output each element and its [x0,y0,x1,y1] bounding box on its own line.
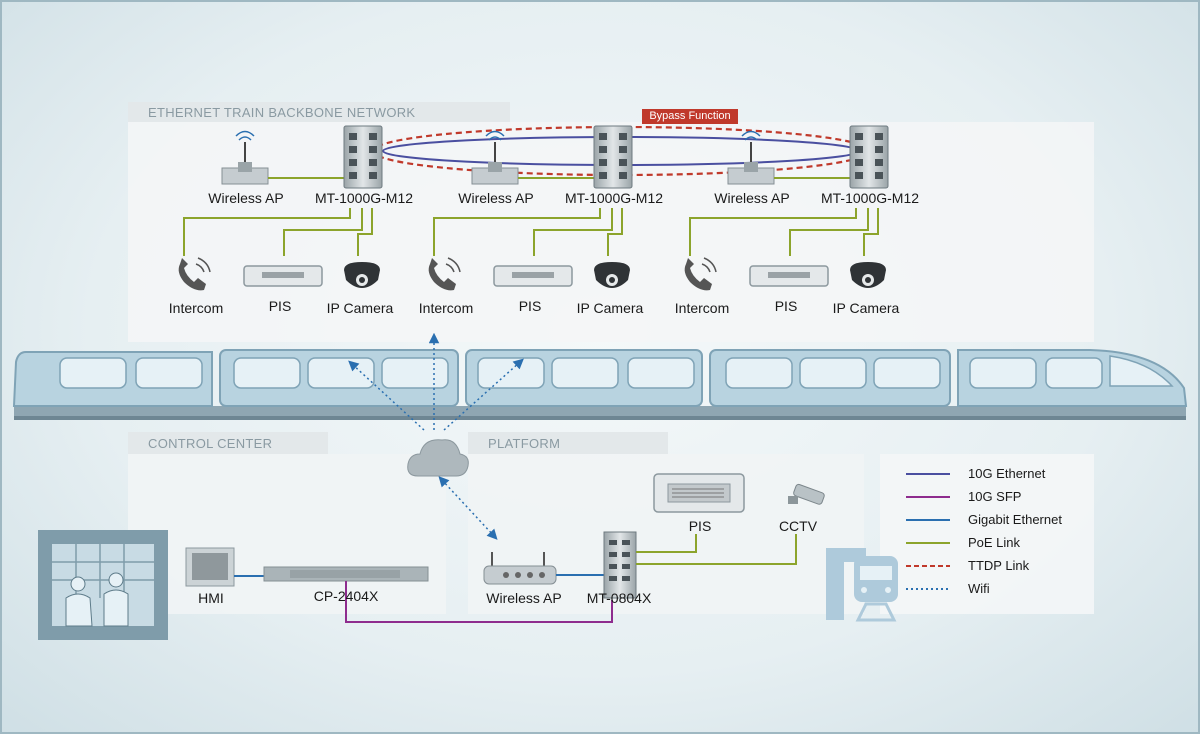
platform-pis-label: PIS [688,518,712,534]
cctv-icon [788,483,825,505]
car-2-ip-camera-label: IP Camera [576,300,644,316]
legend-label: PoE Link [968,535,1021,550]
car-1-wireless-ap-label: Wireless AP [208,190,284,206]
car-2-pis-label: PIS [518,298,542,314]
wireless-ap-icon [221,130,269,185]
wifi-links [348,332,524,540]
pis-display-icon [749,265,829,287]
bypass-function-badge: Bypass Function [642,109,738,124]
cctv-label: CCTV [778,518,818,534]
platform-pis-device [653,473,745,513]
car-2-devices [428,125,633,291]
mt-1000g-m12-switch [849,125,889,189]
control-tab [128,432,328,454]
section-title-control-center: CONTROL CENTER [148,436,273,451]
mt-0804x-device [603,531,637,599]
legend-swatches [906,473,950,590]
legend-label: 10G Ethernet [968,466,1046,481]
cp-2404x-label: CP-2404X [313,588,379,604]
legend-label: Gigabit Ethernet [968,512,1062,527]
intercom-icon [178,257,211,291]
ip-camera-icon [344,262,380,288]
legend-label: TTDP Link [968,558,1030,573]
cp-2404x-device [263,566,429,582]
car-3-pis-label: PIS [774,298,798,314]
section-title-backbone: ETHERNET TRAIN BACKBONE NETWORK [148,105,416,120]
hmi-device [185,547,235,587]
wireless-ap-icon [727,130,775,185]
car-1-intercom-label: Intercom [168,300,224,316]
legend-panel [880,454,1094,614]
car-1-pis-label: PIS [268,298,292,314]
mt-1000g-m12-switch [343,125,383,189]
intercom-icon [684,257,717,291]
section-title-platform: PLATFORM [488,436,561,451]
ip-camera-icon [594,262,630,288]
car-1-ip-camera-label: IP Camera [326,300,394,316]
link-10g-sfp [345,581,613,623]
ip-camera-icon [850,262,886,288]
control-panel [128,454,446,614]
backbone-tab [128,102,510,122]
legend-label: 10G SFP [968,489,1022,504]
train-car-groups [178,125,889,291]
car-3-wireless-ap-label: Wireless AP [714,190,790,206]
car-2-wireless-ap-label: Wireless AP [458,190,534,206]
platform-wireless-ap-label: Wireless AP [486,590,562,606]
pis-display-icon [243,265,323,287]
mt-0804x-label: MT-0804X [586,590,652,606]
car-1-switch-label: MT-1000G-M12 [314,190,414,206]
mt-1000g-m12-switch [593,125,633,189]
legend-label: Wifi [968,581,990,596]
car-3-intercom-label: Intercom [674,300,730,316]
platform-poe-links [636,534,797,565]
cloud-icon [407,439,469,477]
train [12,349,1188,420]
car-3-ip-camera-label: IP Camera [832,300,900,316]
intercom-icon [428,257,461,291]
hmi-label: HMI [198,590,224,606]
platform-tab [468,432,668,454]
control-room-icon [38,530,168,640]
pis-display-icon [493,265,573,287]
wireless-ap-icon [471,130,519,185]
station-icon [826,548,898,622]
car-1-devices [178,125,383,291]
car-3-switch-label: MT-1000G-M12 [820,190,920,206]
car-3-devices [684,125,889,291]
car-2-intercom-label: Intercom [418,300,474,316]
car-2-switch-label: MT-1000G-M12 [564,190,664,206]
